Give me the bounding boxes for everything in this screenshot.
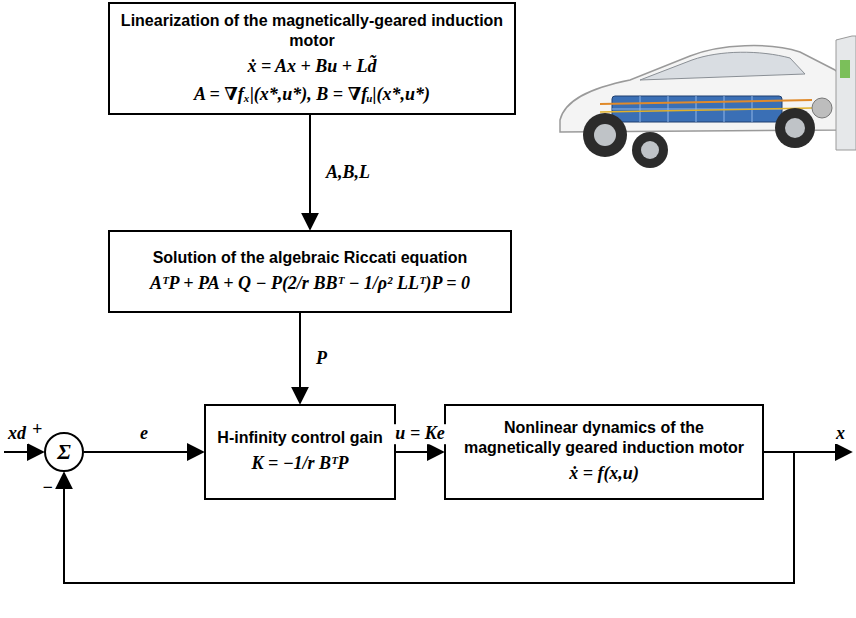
- sign-mark: −: [40, 478, 55, 498]
- equation: ẋ = f(x,u): [456, 462, 752, 485]
- sum-symbol: Σ: [57, 439, 71, 465]
- sign-mark: +: [30, 420, 44, 440]
- edge-label: P: [314, 349, 329, 369]
- node-content: Linearization of the magnetically-geared…: [110, 7, 514, 110]
- node-content: H-infinity control gain K = −1/r BᵀP: [207, 424, 392, 479]
- summing-junction: Σ: [44, 432, 84, 472]
- node-content: Σ: [57, 439, 71, 465]
- signal-arrow: [309, 115, 311, 229]
- car-illustration: [560, 36, 856, 168]
- process-box: H-infinity control gain K = −1/r BᵀP: [204, 404, 396, 500]
- equation: AᵀP + PA + Q − P(2/r BBᵀ − 1/ρ² LLᵀ)P = …: [150, 272, 470, 295]
- input-arrow: [4, 451, 43, 453]
- signal-arrow: [396, 451, 443, 453]
- edge-label: e: [138, 424, 150, 444]
- box-heading: Solution of the algebraic Riccati equati…: [150, 248, 470, 268]
- box-heading: H-infinity control gain: [217, 428, 382, 448]
- signal-arrow: [84, 451, 203, 453]
- process-box: Solution of the algebraic Riccati equati…: [108, 230, 512, 313]
- edge-label: A,B,L: [324, 163, 372, 183]
- node-content: Nonlinear dynamics of the magnetically g…: [446, 414, 762, 489]
- node-content: Solution of the algebraic Riccati equati…: [140, 244, 480, 299]
- signal-name: xd: [6, 424, 28, 444]
- box-heading: Nonlinear dynamics of the magnetically g…: [456, 418, 752, 458]
- box-heading: Linearization of the magnetically-geared…: [120, 11, 504, 51]
- equation: ẋ = Ax + Bu + Ld̃: [120, 55, 504, 78]
- signal-arrow: [299, 313, 301, 403]
- process-box: Nonlinear dynamics of the magnetically g…: [444, 404, 764, 500]
- output-arrow: [764, 451, 851, 453]
- equation: A = ∇fₓ|(x*,u*), B = ∇fᵤ|(x*,u*): [120, 83, 504, 106]
- signal-name: x: [834, 424, 847, 444]
- edge-label: u = Ke: [393, 424, 446, 444]
- process-box: Linearization of the magnetically-geared…: [108, 2, 516, 115]
- equation: K = −1/r BᵀP: [217, 452, 382, 475]
